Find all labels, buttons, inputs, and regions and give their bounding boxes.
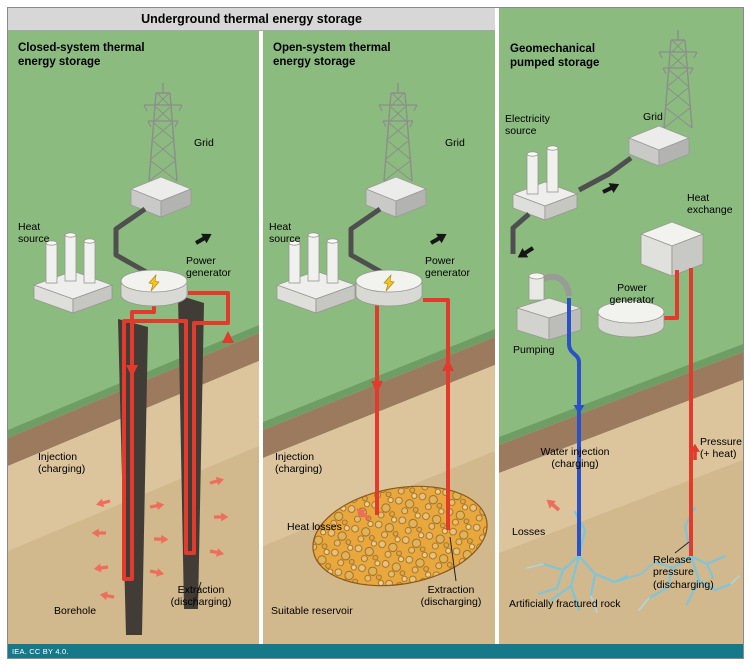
water-injection-label: Water injection (charging) — [540, 446, 610, 471]
power-cable — [113, 206, 150, 276]
pressure-label: Pressure (+ heat) — [700, 436, 743, 461]
pump-icon — [515, 272, 583, 341]
power-cable-to-pump — [510, 212, 531, 254]
geomechanical-illustration — [499, 8, 743, 644]
panel-title: Open-system thermal energy storage — [273, 42, 391, 69]
extraction-flow-arrow — [222, 331, 234, 343]
extraction-leader-line — [449, 536, 457, 582]
losses-label: Losses — [512, 526, 546, 538]
borehole-label: Borehole — [54, 605, 97, 617]
heat-exchange-label: Heat exchange — [687, 192, 733, 217]
power-generator-label: Power generator — [609, 282, 655, 307]
grid-label: Grid — [194, 137, 214, 149]
injection-label: Injection (charging) — [38, 451, 86, 476]
extraction-leader-line — [192, 581, 202, 608]
power-cable-to-grid — [577, 155, 633, 193]
extraction-label: Extraction (discharging) — [420, 584, 482, 609]
power-cable — [348, 206, 385, 276]
pumping-label: Pumping — [513, 344, 555, 356]
attribution-text: IEA. CC BY 4.0. — [12, 646, 69, 656]
extraction-flow-arrow — [442, 359, 454, 371]
panel-title: Closed-system thermal energy storage — [18, 42, 145, 69]
heat-source-label: Heat source — [18, 221, 50, 246]
diagram-frame: Underground thermal energy storage — [7, 7, 744, 659]
heat-losses-label: Heat losses — [287, 521, 342, 533]
panel-closed-system: Closed-system thermal energy storage Gri… — [8, 31, 259, 644]
open-system-illustration — [263, 31, 495, 644]
injection-flow-arrow — [371, 381, 383, 393]
water-injection-pipe — [567, 298, 581, 556]
extraction-label: Extraction (discharging) — [170, 584, 232, 609]
reservoir-label: Suitable reservoir — [271, 605, 353, 617]
closed-system-illustration — [8, 31, 259, 644]
main-title-bar: Underground thermal energy storage — [8, 8, 495, 31]
flow-arrows — [371, 359, 454, 393]
attribution-bar: IEA. CC BY 4.0. — [8, 644, 743, 658]
flow-arrows — [126, 331, 234, 377]
electricity-source-label: Electricity source — [505, 113, 550, 138]
heat-exchange-icon — [639, 221, 705, 277]
panel-geomechanical: Geomechanical pumped storage Electricity… — [499, 8, 743, 644]
fractured-rock-label: Artificially fractured rock — [509, 598, 621, 610]
gravel-reservoir — [312, 485, 488, 587]
surface-hot-pipe — [662, 270, 679, 320]
grid-label: Grid — [643, 111, 663, 123]
main-title: Underground thermal energy storage — [141, 12, 362, 26]
release-leader-line — [674, 541, 690, 554]
panel-open-system: Open-system thermal energy storage Grid … — [263, 31, 495, 644]
panel-title: Geomechanical pumped storage — [510, 43, 600, 70]
injection-label: Injection (charging) — [275, 451, 323, 476]
extraction-pipe — [423, 298, 450, 530]
power-generator-label: Power generator — [186, 255, 231, 280]
grid-label: Grid — [445, 137, 465, 149]
red-pipe-loop — [122, 291, 230, 581]
power-generator-label: Power generator — [425, 255, 470, 280]
heat-source-label: Heat source — [269, 221, 301, 246]
injection-flow-arrow — [126, 365, 138, 377]
release-pressure-label: Release pressure (discharging) — [653, 554, 714, 591]
